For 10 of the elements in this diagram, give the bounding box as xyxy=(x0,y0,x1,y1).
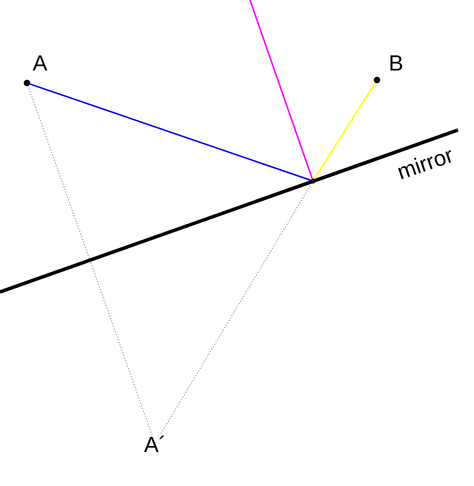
ray-line xyxy=(249,0,313,179)
ray-line xyxy=(30,83,311,181)
axis-label: mirror xyxy=(398,150,452,180)
reflection-point xyxy=(310,178,316,184)
dotted-line xyxy=(28,86,152,436)
point-label: A´ xyxy=(144,436,164,452)
point-label: A xyxy=(32,55,48,71)
dotted-line xyxy=(160,182,312,436)
point-label: B xyxy=(390,55,402,71)
ray-line xyxy=(314,82,376,180)
